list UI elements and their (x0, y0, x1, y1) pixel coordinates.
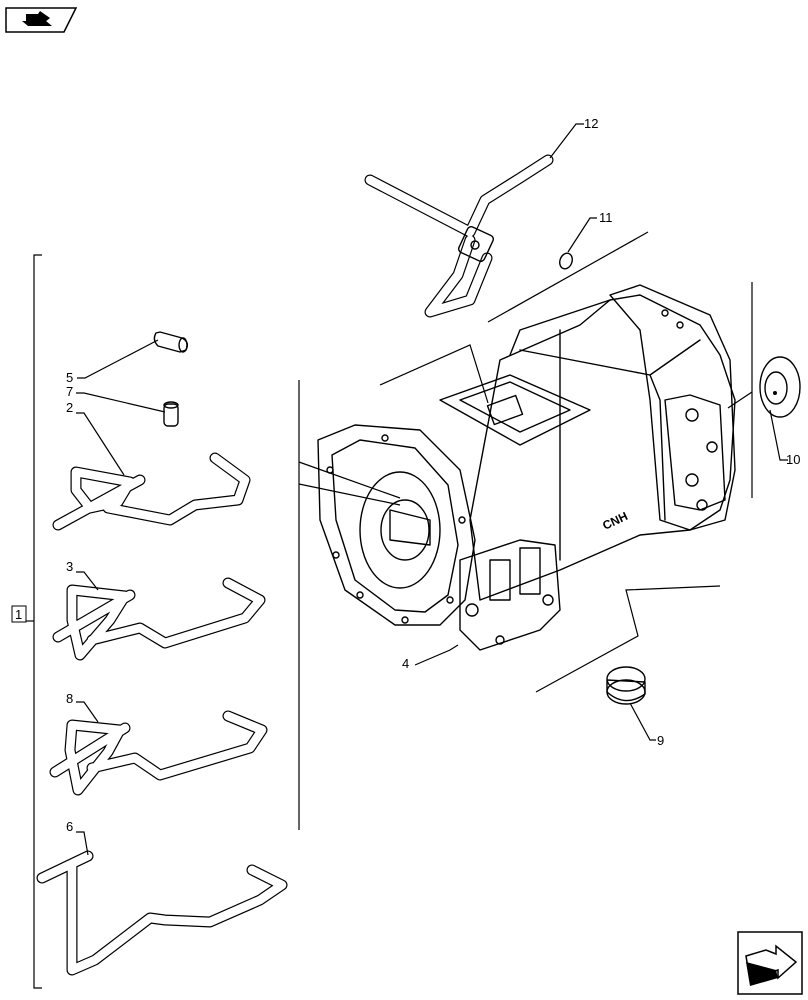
o-ring-11 (559, 252, 573, 270)
callout-4: 4 (402, 656, 409, 671)
leader-5 (77, 339, 159, 379)
plug-9 (606, 666, 646, 705)
leader-4-b (298, 483, 401, 506)
assembly-line-top-2 (487, 231, 649, 323)
next-page-icon[interactable] (737, 931, 803, 995)
leader-6 (76, 831, 89, 856)
callout-6: 6 (66, 819, 73, 834)
callout-3: 3 (66, 559, 73, 574)
callout-11: 11 (599, 210, 613, 225)
leader-3 (76, 571, 99, 591)
leader-9 (629, 702, 656, 741)
callout-5: 5 (66, 370, 73, 385)
group-bracket: 1 (11, 254, 42, 989)
dowel-pin-5 (153, 331, 189, 353)
callout-12: 12 (584, 116, 598, 131)
assembly-line-top (379, 344, 489, 404)
pipe-12 (364, 154, 554, 318)
previous-page-icon[interactable] (5, 7, 78, 33)
pipe-8 (49, 710, 268, 796)
leader-12 (549, 123, 584, 159)
pipe-6 (36, 850, 288, 976)
leader-2 (76, 412, 125, 476)
transmission-housing-4: CNH (317, 284, 736, 651)
leader-7 (76, 392, 166, 413)
cover-disc-10 (759, 356, 801, 418)
pipe-3 (52, 577, 266, 661)
callout-2: 2 (66, 400, 73, 415)
callout-10: 10 (786, 452, 800, 467)
pin-7 (163, 401, 179, 427)
callout-8: 8 (66, 691, 73, 706)
leader-10 (769, 409, 788, 461)
group-label: 1 (15, 607, 22, 622)
leader-8 (76, 701, 99, 723)
callout-7: 7 (66, 384, 73, 399)
pipe-2 (52, 452, 251, 531)
assembly-line-bottom (535, 585, 721, 693)
leader-4-a (298, 461, 401, 499)
housing-logo: CNH (600, 509, 629, 533)
group-label-box (11, 605, 27, 623)
leader-4 (414, 644, 459, 666)
callout-9: 9 (657, 733, 664, 748)
leader-11 (567, 217, 597, 253)
